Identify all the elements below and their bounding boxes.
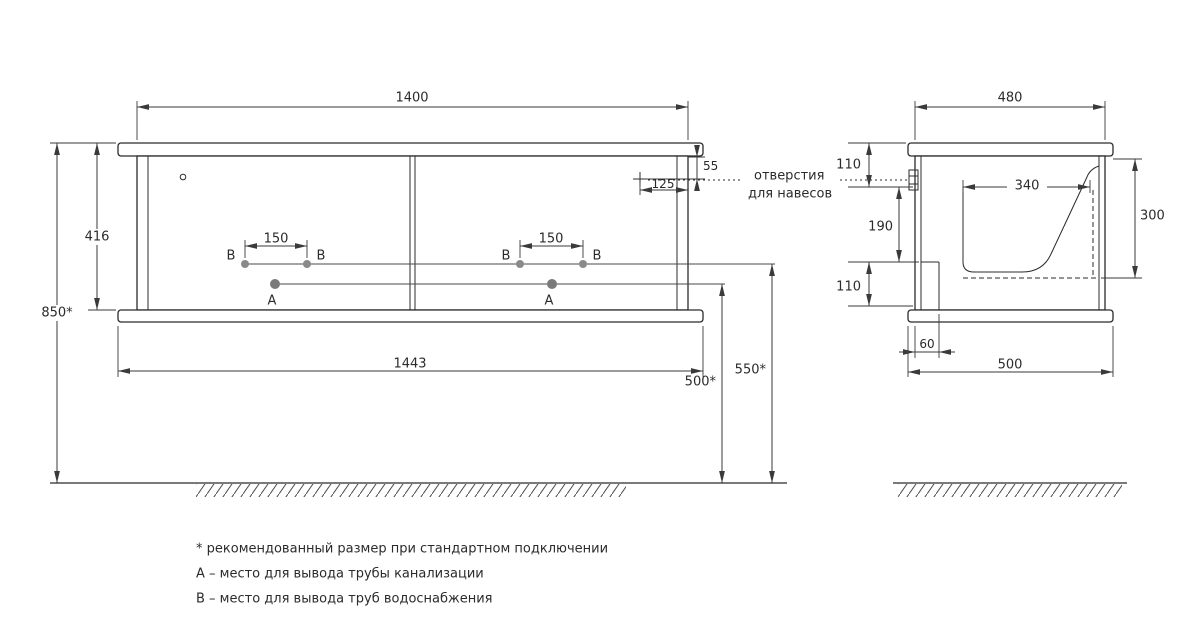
dim-label-110-top: 110 [836, 158, 861, 173]
supply-point-b [516, 260, 524, 268]
front-floor [50, 482, 787, 497]
dim-label-150-right: 150 [539, 232, 564, 247]
dim-label-60: 60 [919, 337, 934, 351]
dim-front-total-height: 850* [34, 143, 80, 483]
handle-hole [179, 173, 187, 181]
dim-label-150-left: 150 [264, 232, 289, 247]
hanger-bracket [908, 169, 919, 191]
legend-note-recommended: * рекомендованный размер при стандартном… [196, 542, 608, 557]
legend-note-b: B – место для вывода труб водоснабжения [196, 592, 493, 607]
side-floor [893, 482, 1127, 497]
dim-label-125: 125 [652, 177, 675, 191]
label-b: B [317, 249, 326, 264]
label-a: A [545, 294, 554, 309]
front-carcass [136, 155, 689, 311]
dim-front-body-height: 416 [50, 142, 116, 311]
drain-point-a [270, 279, 280, 289]
basin-profile [962, 165, 1100, 273]
dim-label-500-side: 500 [998, 358, 1023, 373]
hanger-note-line2: для навесов [748, 187, 832, 202]
supply-point-b [579, 260, 587, 268]
dim-label-500: 500* [685, 375, 717, 390]
legend-note-a: A – место для вывода трубы канализации [196, 567, 484, 582]
hanger-note-line1: отверстия [754, 169, 824, 184]
supply-point-b [303, 260, 311, 268]
supply-point-b [241, 260, 249, 268]
side-cabinet [907, 142, 1114, 323]
dim-side-bottom-width: 500 [907, 326, 1114, 377]
floor-hatch [898, 484, 1122, 497]
dim-label-480: 480 [998, 91, 1023, 106]
drain-points: A A [268, 279, 557, 309]
front-view: 1400 416 850* 150 B [34, 91, 908, 497]
dim-side-top-width: 480 [914, 91, 1106, 140]
dim-label-850: 850* [41, 306, 73, 321]
label-b: B [227, 249, 236, 264]
legend: * рекомендованный размер при стандартном… [196, 542, 608, 607]
dim-front-bottom-width: 1443 [117, 326, 704, 377]
front-cabinet [117, 142, 704, 323]
pipe-level-lines [245, 263, 775, 285]
dim-label-340: 340 [1015, 179, 1040, 194]
front-countertop [117, 142, 704, 157]
drain-point-a [547, 279, 557, 289]
dim-side-left-segments: 110 190 110 [836, 142, 919, 307]
dim-label-416: 416 [85, 230, 110, 245]
label-b: B [502, 249, 511, 264]
side-countertop [907, 142, 1114, 157]
front-bottom-trim [117, 309, 704, 323]
dim-drain-height: 500* [685, 284, 725, 483]
dim-label-300: 300 [1140, 209, 1165, 224]
dim-basin-depth: 300 [1101, 158, 1165, 279]
dim-back-gap: 60 [899, 314, 955, 358]
dim-label-55: 55 [703, 159, 718, 173]
dim-label-1443: 1443 [393, 357, 426, 372]
dim-basin-width: 340 [962, 179, 1091, 194]
dim-supply-height: 550* [735, 264, 775, 483]
dim-label-1400: 1400 [395, 91, 428, 106]
dim-label-110-bottom: 110 [836, 280, 861, 295]
side-bottom-trim [907, 309, 1114, 323]
dim-label-190: 190 [868, 220, 893, 235]
floor-hatch [196, 484, 626, 497]
supply-points-left: 150 B B [227, 232, 326, 268]
dim-label-550: 550* [735, 363, 767, 378]
label-b: B [593, 249, 602, 264]
label-a: A [268, 294, 277, 309]
supply-points-right: 150 B B [502, 232, 602, 268]
hanger-note: отверстия для навесов [648, 169, 908, 202]
side-view: 480 110 190 110 340 300 [836, 91, 1165, 497]
dim-front-top-width: 1400 [136, 91, 689, 140]
